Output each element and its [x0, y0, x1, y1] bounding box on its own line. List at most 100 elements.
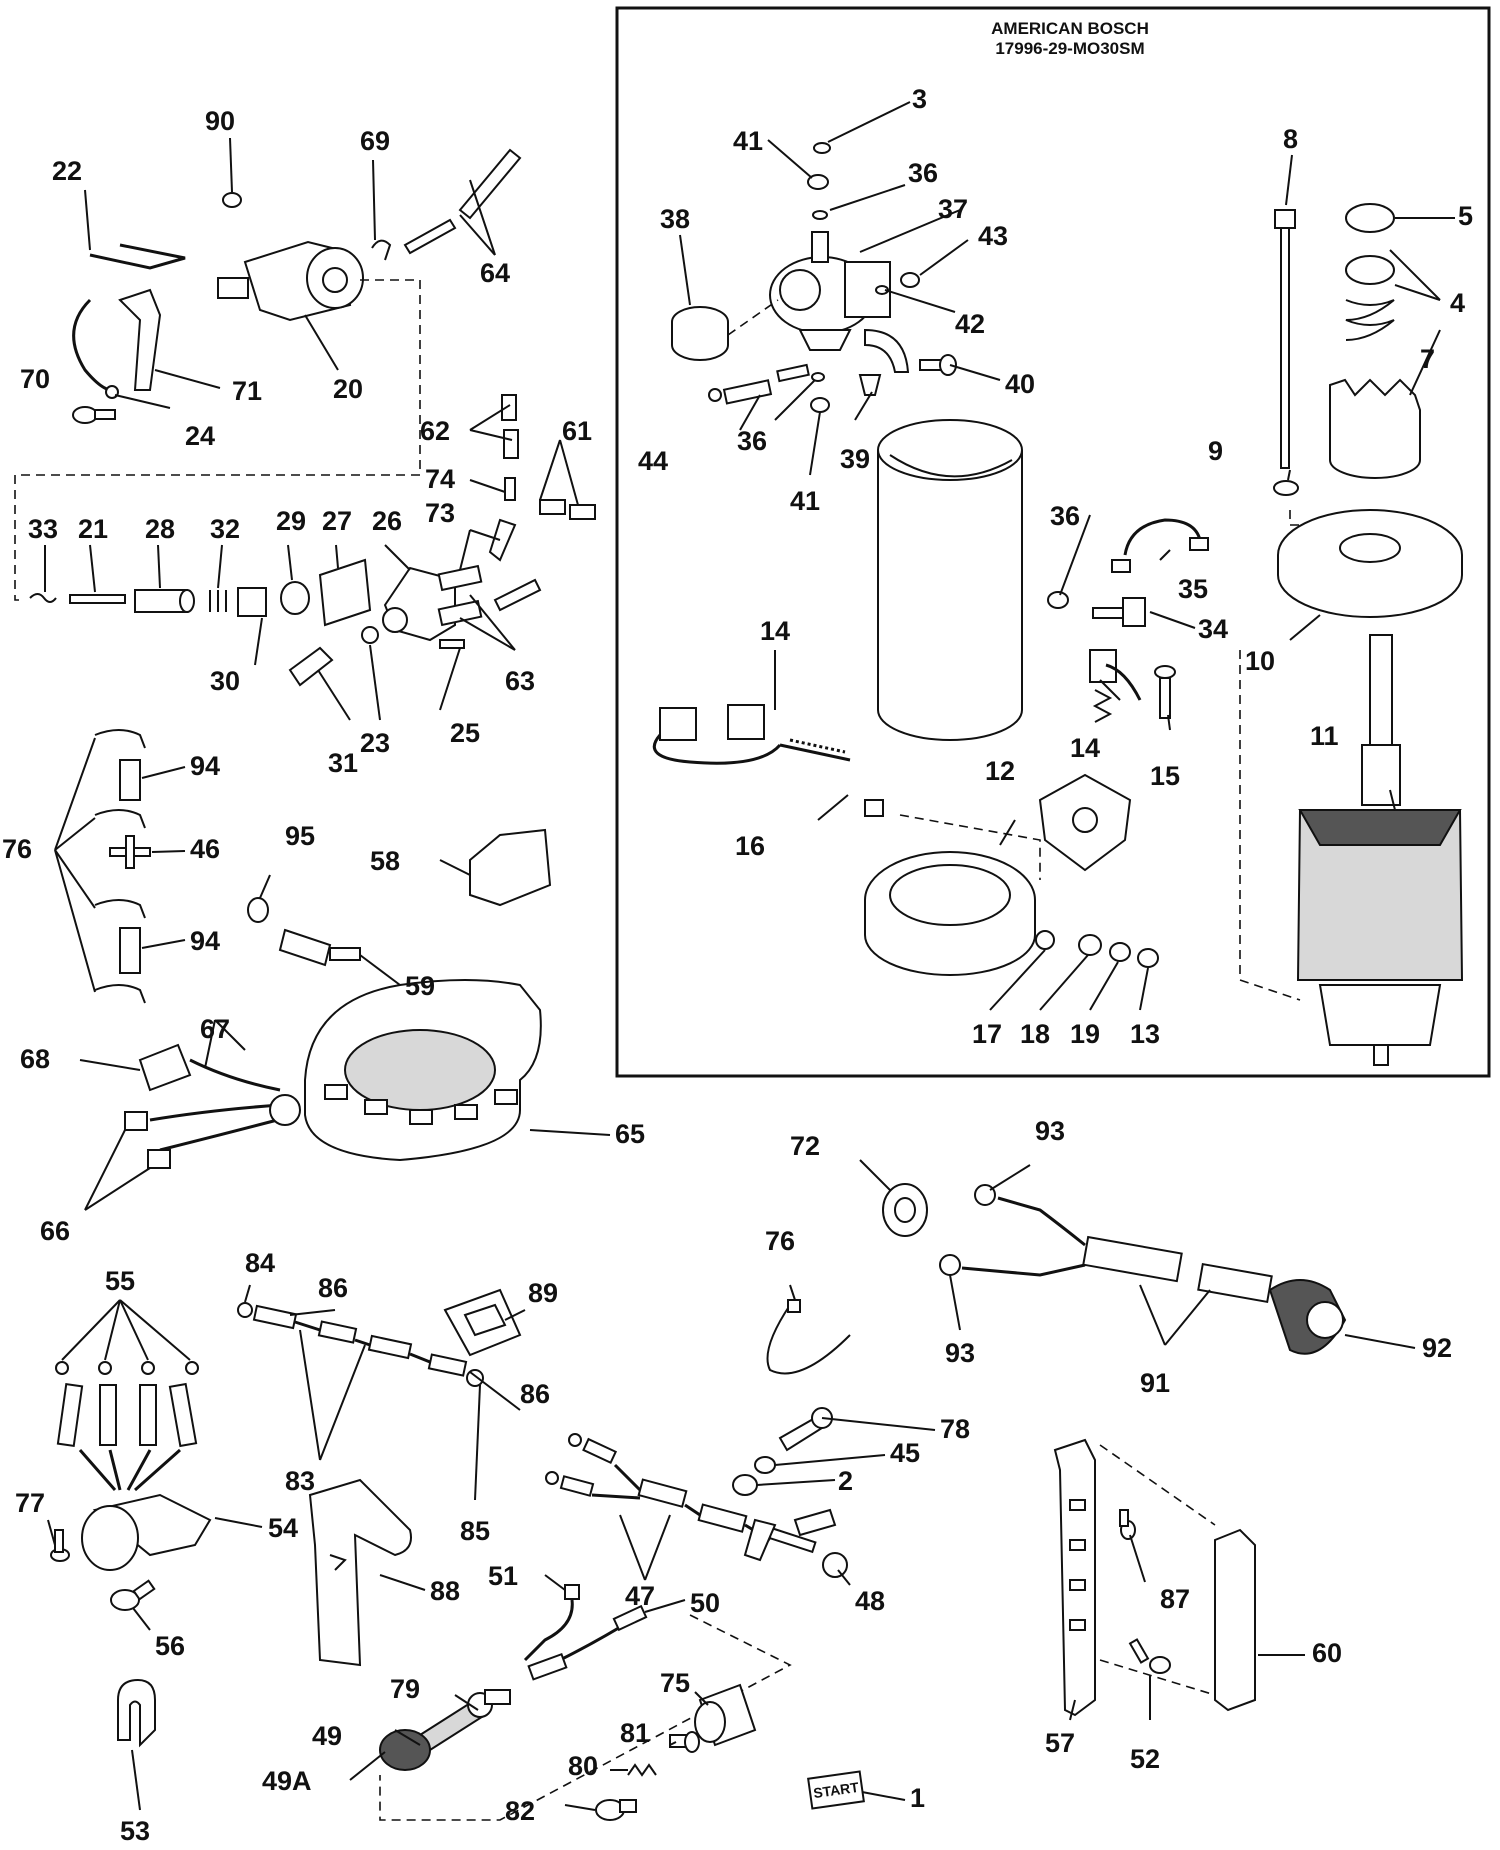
callout-45: 45	[890, 1438, 920, 1468]
callout-44: 44	[638, 446, 668, 476]
callout-25: 25	[450, 718, 480, 748]
terminal-washers-and-nut	[1035, 930, 1159, 968]
fuel-solenoid-nut	[222, 192, 242, 208]
screw-87	[1119, 1509, 1136, 1540]
frame-title-model: 17996-29-MO30SM	[995, 39, 1144, 58]
callout-81: 81	[620, 1718, 650, 1748]
starter-solenoid	[769, 231, 891, 351]
callout-24: 24	[185, 421, 215, 451]
callout-93-bottom: 93	[945, 1338, 975, 1368]
callouts: 3 41 36 38 37 43 42 40 44 36 39 41 36 35…	[2, 84, 1473, 1846]
fuel-solenoid	[217, 240, 364, 322]
callout-82: 82	[505, 1796, 535, 1826]
cover-60	[1214, 1528, 1256, 1712]
plunger-81	[669, 1731, 700, 1753]
drive-pinion	[1329, 378, 1421, 479]
callout-30: 30	[210, 666, 240, 696]
callout-14-right: 14	[1070, 733, 1100, 763]
callout-1: 1	[910, 1783, 925, 1813]
ground-wire-24	[72, 298, 119, 399]
callout-23: 23	[360, 728, 390, 758]
screw-52	[1128, 1638, 1171, 1674]
hose-94-bottom	[119, 927, 141, 974]
callout-47: 47	[625, 1581, 655, 1611]
diaphragm-29	[280, 581, 310, 615]
callout-22: 22	[52, 156, 82, 186]
gasket-27	[318, 558, 372, 627]
callout-90: 90	[205, 106, 235, 136]
leader-lines	[44, 101, 1455, 1811]
insulator-washer	[1047, 591, 1069, 609]
stator-65	[304, 979, 542, 1162]
callout-32: 32	[210, 514, 240, 544]
start-plate: START	[807, 1770, 865, 1810]
callout-2: 2	[838, 1466, 853, 1496]
screw-70	[72, 406, 116, 424]
starter-motor-frame: AMERICAN BOSCH 17996-29-MO30SM	[615, 6, 1491, 1078]
callout-41-mid: 41	[790, 486, 820, 516]
tie-strap-76	[766, 1299, 851, 1375]
callout-58: 58	[370, 846, 400, 876]
callout-8: 8	[1283, 124, 1298, 154]
start-plate-text: START	[812, 1779, 860, 1801]
callout-36-right: 36	[1050, 501, 1080, 531]
callout-87: 87	[1160, 1584, 1190, 1614]
callout-92: 92	[1422, 1333, 1452, 1363]
callout-94-top: 94	[190, 751, 220, 781]
starter-frame-housing	[877, 419, 1023, 741]
callout-61: 61	[562, 416, 592, 446]
callout-80: 80	[568, 1751, 598, 1781]
callout-60: 60	[1312, 1638, 1342, 1668]
callout-50: 50	[690, 1588, 720, 1618]
callout-63: 63	[505, 666, 535, 696]
callout-57: 57	[1045, 1728, 1075, 1758]
callout-86-top: 86	[318, 1273, 348, 1303]
washer-45	[754, 1456, 776, 1474]
callout-74: 74	[425, 464, 455, 494]
callout-9: 9	[1208, 436, 1223, 466]
brush-holder-plate	[1038, 773, 1132, 872]
callout-27: 27	[322, 506, 352, 536]
callout-36-mid: 36	[737, 426, 767, 456]
screw-25	[439, 639, 465, 649]
callout-20: 20	[333, 374, 363, 404]
brush-right	[1089, 649, 1142, 723]
callout-83: 83	[285, 1466, 315, 1496]
lock-washer	[1273, 480, 1299, 496]
callout-39: 39	[840, 444, 870, 474]
callout-73: 73	[425, 498, 455, 528]
callout-49: 49	[312, 1721, 342, 1751]
callout-93-top: 93	[1035, 1116, 1065, 1146]
pump-body-26	[382, 566, 456, 642]
callout-40: 40	[1005, 369, 1035, 399]
leads-50-51	[523, 1584, 648, 1681]
callout-88: 88	[430, 1576, 460, 1606]
callout-16: 16	[735, 831, 765, 861]
stator-leads-67-68	[124, 1043, 301, 1169]
callout-5: 5	[1458, 201, 1473, 231]
commutator-end-cap	[864, 799, 1036, 976]
bracket-58	[469, 828, 552, 907]
callout-65: 65	[615, 1119, 645, 1149]
solenoid-cap	[671, 306, 729, 361]
harness-47	[545, 1433, 848, 1578]
brush-lead	[1111, 518, 1209, 573]
callout-53: 53	[120, 1816, 150, 1846]
solenoid-lead	[708, 363, 810, 405]
fuel-hose-64	[403, 148, 522, 255]
callout-66: 66	[40, 1216, 70, 1246]
callout-17: 17	[972, 1019, 1002, 1049]
callout-29: 29	[276, 506, 306, 536]
callout-84: 84	[245, 1248, 275, 1278]
clamp-set-76	[94, 729, 146, 1004]
small-nuts-and-washers	[807, 142, 920, 413]
screw-77	[50, 1529, 70, 1562]
callout-67: 67	[200, 1014, 230, 1044]
callout-34: 34	[1198, 614, 1228, 644]
callout-11: 11	[1310, 721, 1339, 751]
callout-95: 95	[285, 821, 315, 851]
block-89	[443, 1288, 522, 1357]
callout-10: 10	[1245, 646, 1275, 676]
solenoid-54	[81, 1493, 212, 1571]
callout-59: 59	[405, 971, 435, 1001]
